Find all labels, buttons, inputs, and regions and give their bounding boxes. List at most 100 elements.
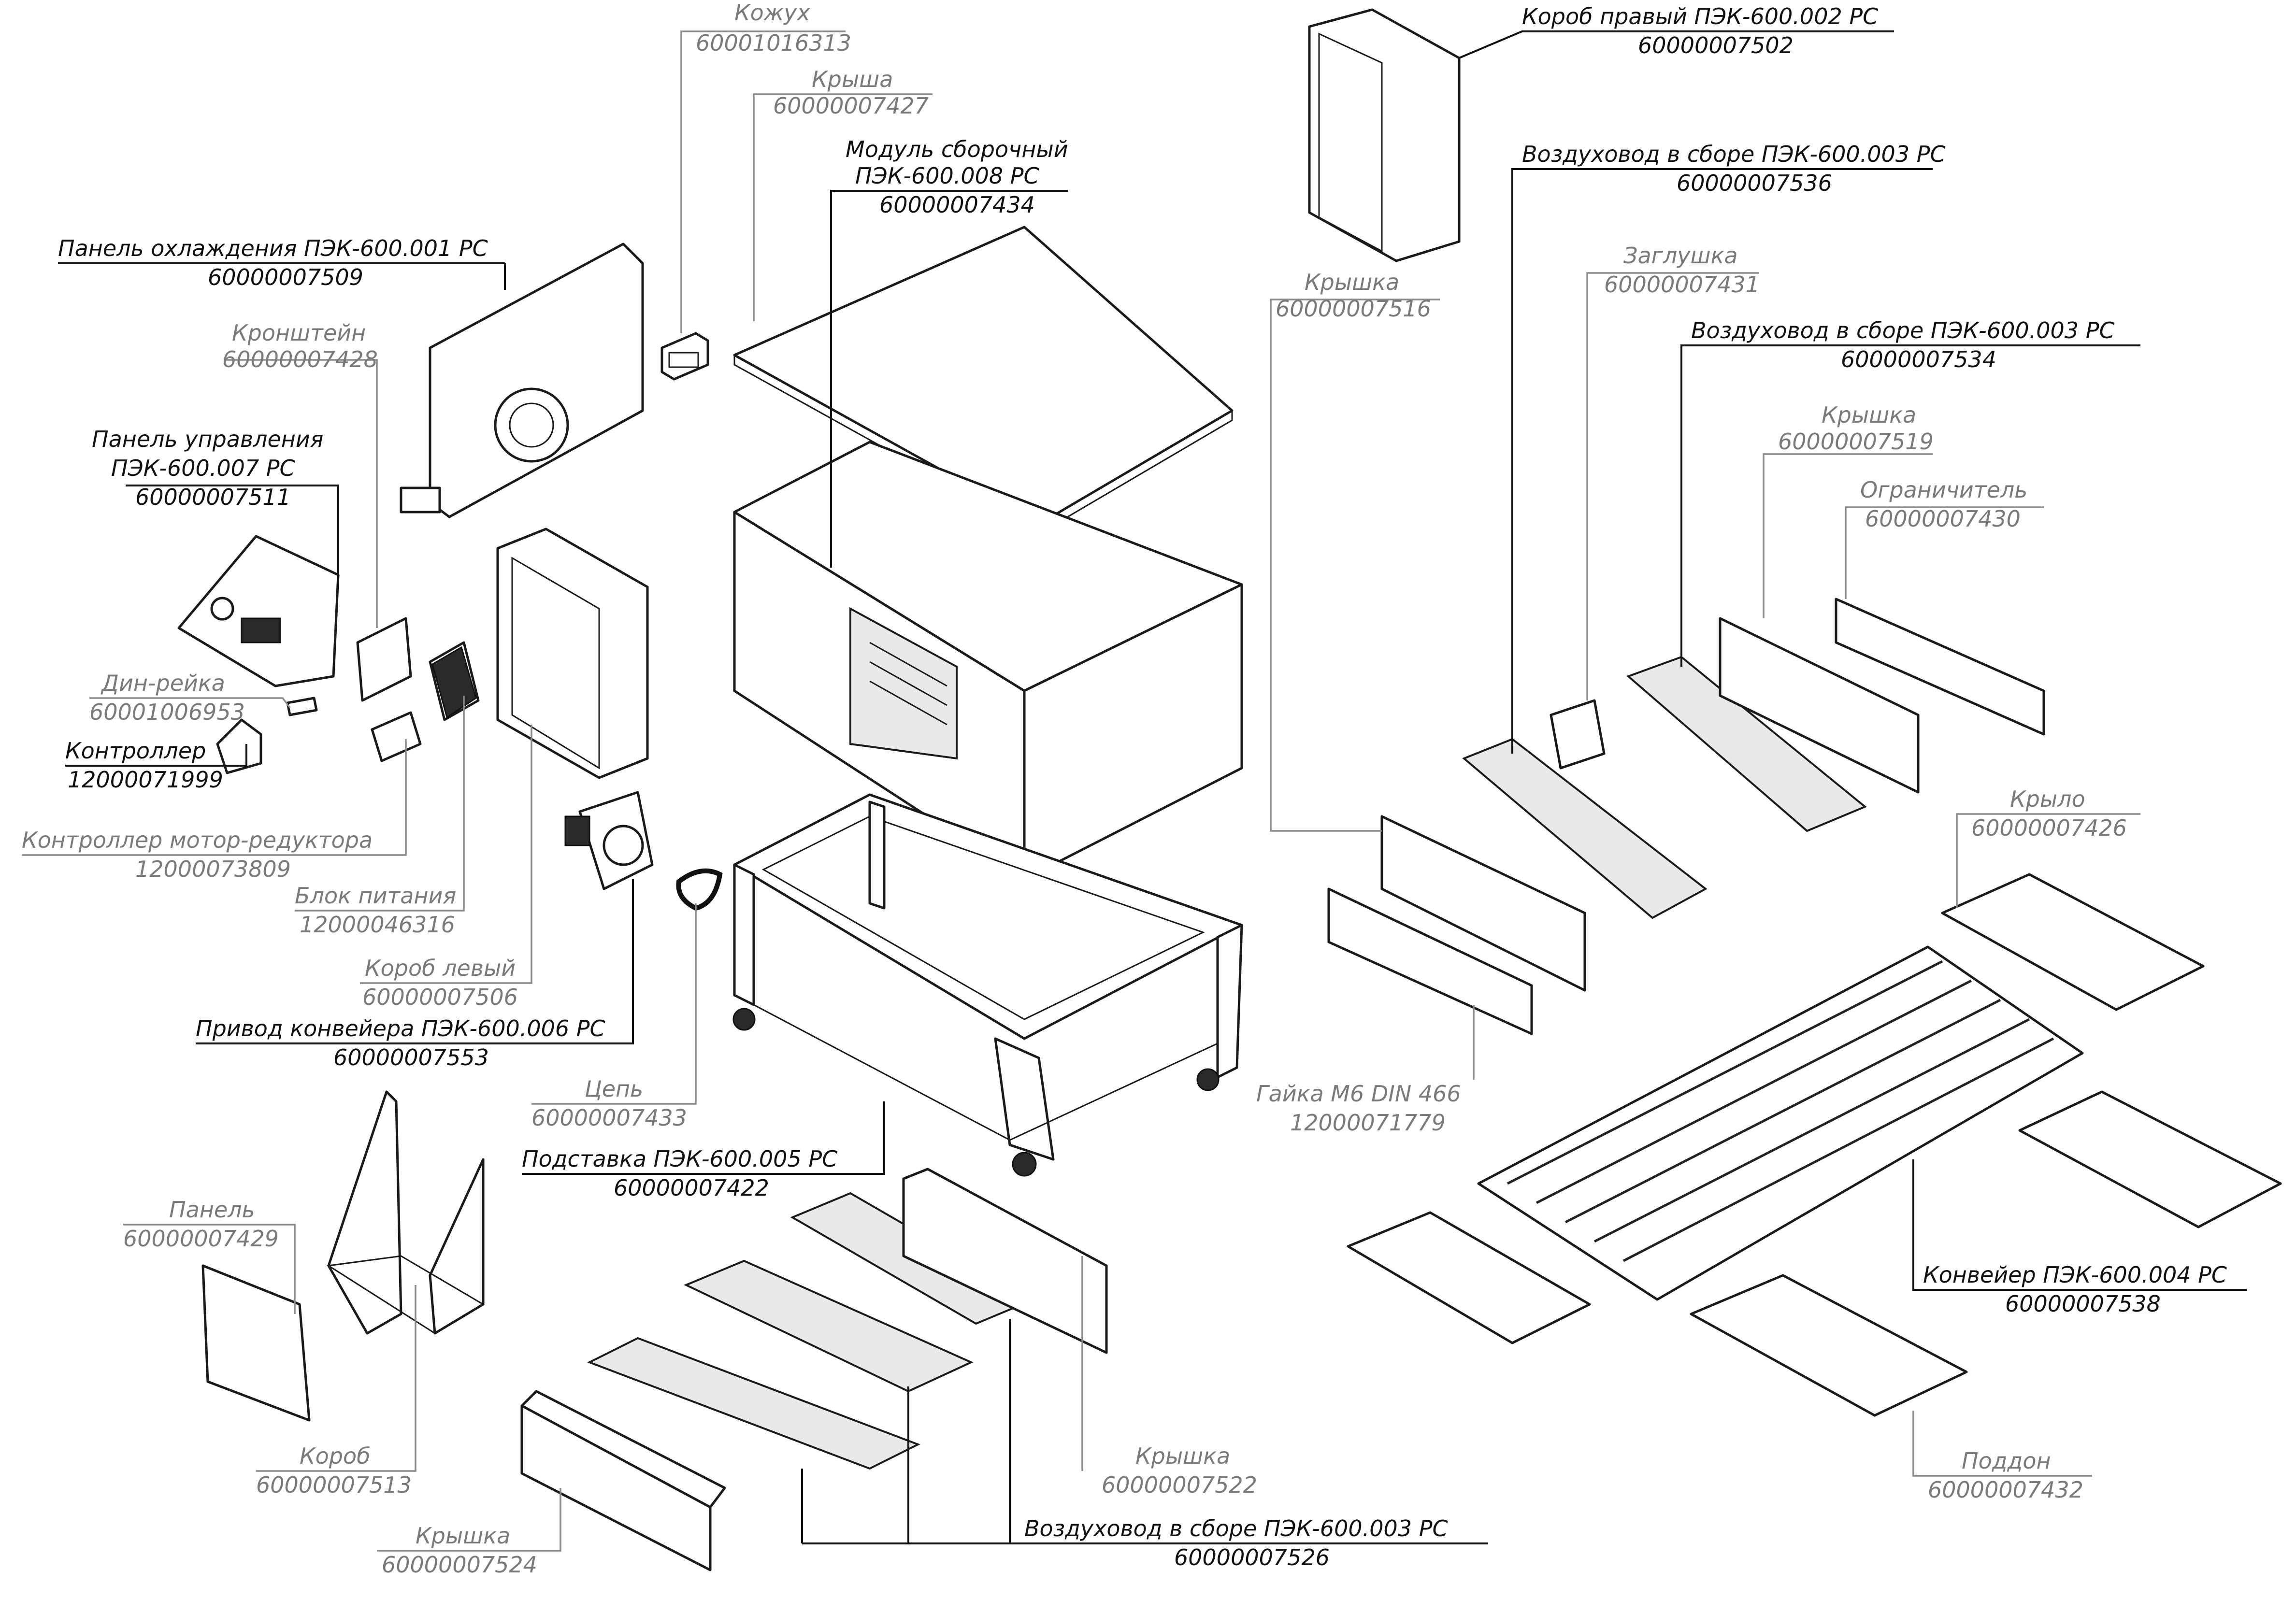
svg-text:Кожух: Кожух [734,0,810,26]
label-modul: Модуль сборочный ПЭК-600.008 РС 60000007… [846,136,1068,218]
label-vozd-7526: Воздуховод в сборе ПЭК-600.003 РС 600000… [1024,1515,1448,1570]
leader-lines [22,30,2247,1552]
svg-text:60000007422: 60000007422 [614,1175,769,1201]
part-left-box [496,528,649,779]
label-korob-pravyi: Короб правый ПЭК-600.002 РС 60000007502 [1522,3,1878,58]
label-kontr-motor: Контроллер мотор-редуктора 12000073809 [22,827,373,882]
svg-text:60000007538: 60000007538 [2005,1291,2161,1317]
part-power-supply [429,641,480,721]
svg-text:60000007502: 60000007502 [1638,32,1794,58]
label-blok: Блок питания 12000046316 [295,883,456,938]
label-konveier: Конвейер ПЭК-600.004 РС 60000007538 [1923,1262,2227,1317]
label-korob: Короб 60000007513 [256,1443,412,1498]
part-cover-7524 [520,1390,726,1571]
svg-text:ПЭК-600.008 РС: ПЭК-600.008 РС [855,163,1039,189]
svg-text:Крышка: Крышка [1822,402,1916,428]
svg-text:60001006953: 60001006953 [89,699,245,725]
label-panel-upr: Панель управления ПЭК-600.007 РС 6000000… [92,426,323,510]
svg-text:Крыша: Крыша [812,66,893,92]
label-gaika: Гайка М6 DIN 466 12000071779 [1256,1081,1461,1136]
svg-text:Панель: Панель [169,1197,255,1223]
svg-text:Крышка: Крышка [416,1523,510,1549]
svg-text:60000007536: 60000007536 [1677,170,1832,196]
part-tray-3 [2018,1090,2282,1228]
part-tray-1 [1347,1211,1591,1344]
part-wing [1941,873,2205,1011]
svg-text:Привод конвейера ПЭК-600.006 Р: Привод конвейера ПЭК-600.006 РС [196,1015,605,1042]
part-right-box [1308,8,1461,262]
part-cover-7522 [902,1168,1108,1354]
label-poddon: Поддон 60000007432 [1928,1448,2083,1503]
svg-text:12000071999: 12000071999 [68,767,223,793]
label-krysha: Крыша 60000007427 [773,66,929,119]
svg-text:Цепь: Цепь [585,1076,643,1102]
part-stand [732,793,1243,1177]
part-cover-7516 [1380,815,1586,992]
svg-text:60000007433: 60000007433 [531,1105,687,1131]
part-control-panel [177,535,340,687]
part-nut-strip [1327,887,1533,1035]
label-kozhukh: Кожух 60001016313 [696,0,851,56]
svg-text:Блок питания: Блок питания [295,883,456,909]
svg-text:60000007430: 60000007430 [1865,506,2021,532]
part-box [326,1090,485,1335]
part-assembly-module [733,441,1243,881]
svg-text:60000007513: 60000007513 [256,1472,412,1498]
svg-text:Контроллер: Контроллер [65,738,206,764]
svg-text:60001016313: 60001016313 [696,30,851,56]
svg-text:60000007534: 60000007534 [1841,346,1996,372]
svg-text:60000007509: 60000007509 [208,264,363,290]
svg-text:60000007526: 60000007526 [1174,1544,1330,1570]
svg-text:Поддон: Поддон [1962,1448,2051,1474]
svg-text:Крышка: Крышка [1135,1443,1230,1469]
label-privod: Привод конвейера ПЭК-600.006 РС 60000007… [196,1015,605,1071]
svg-text:Короб левый: Короб левый [365,955,516,981]
svg-text:Крыло: Крыло [2010,786,2085,812]
svg-text:Панель охлаждения ПЭК-600.001: Панель охлаждения ПЭК-600.001 РС [58,235,488,261]
part-din-rail [286,697,318,716]
label-ogranichitel: Ограничитель 60000007430 [1860,477,2027,532]
part-conveyor-drive [564,791,654,890]
label-kryshka-7524: Крышка 60000007524 [382,1523,537,1578]
svg-text:Контроллер мотор-редуктора: Контроллер мотор-редуктора [22,827,373,853]
label-zaglushka: Заглушка 60000007431 [1604,243,1760,298]
svg-text:Воздуховод в сборе ПЭК-600.003: Воздуховод в сборе ПЭК-600.003 РС [1522,141,1946,167]
svg-text:60000007427: 60000007427 [773,93,929,119]
label-korob-levyi: Короб левый 60000007506 [362,955,518,1010]
svg-text:12000073809: 12000073809 [135,856,291,882]
svg-text:60000007432: 60000007432 [1928,1477,2083,1503]
svg-text:Гайка М6 DIN 466: Гайка М6 DIN 466 [1256,1081,1461,1107]
label-kryshka-7522: Крышка 60000007522 [1102,1443,1257,1498]
svg-text:12000046316: 12000046316 [300,912,455,938]
svg-text:60000007522: 60000007522 [1102,1472,1257,1498]
svg-text:Воздуховод в сборе ПЭК-600.003: Воздуховод в сборе ПЭК-600.003 РС [1024,1515,1448,1542]
label-kontroller: Контроллер 12000071999 [65,738,223,793]
svg-text:60000007429: 60000007429 [123,1226,279,1252]
label-panel-okhl: Панель охлаждения ПЭК-600.001 РС 6000000… [58,235,488,290]
part-cover-7519 [1719,617,1920,794]
svg-text:60000007524: 60000007524 [382,1552,537,1578]
svg-text:Подставка ПЭК-600.005 РС: Подставка ПЭК-600.005 РС [522,1146,837,1172]
svg-text:60000007426: 60000007426 [1971,815,2127,841]
part-controller [216,718,262,774]
part-duct-7536 [1462,738,1708,919]
part-duct-plate-2 [684,1259,974,1393]
svg-text:60000007506: 60000007506 [362,984,518,1010]
label-din: Дин-рейка 60001006953 [89,670,245,725]
svg-text:Панель управления: Панель управления [92,426,323,452]
part-motor-controller [371,711,422,762]
label-podstavka: Подставка ПЭК-600.005 РС 60000007422 [522,1146,837,1201]
svg-text:Крышка: Крышка [1305,269,1399,295]
svg-text:60000007516: 60000007516 [1276,296,1431,322]
label-vozd-7534: Воздуховод в сборе ПЭК-600.003 РС 600000… [1691,317,2115,372]
part-cover-clip [660,332,709,381]
part-cooling-panel [400,243,644,518]
part-chain [676,868,723,911]
part-conveyor [1477,945,2084,1301]
label-kryshka-7519: Крышка 60000007519 [1778,402,1934,455]
part-duct-7534 [1626,656,1867,832]
part-limiter [1835,598,2045,736]
svg-text:Ограничитель: Ограничитель [1860,477,2027,503]
part-plug [1550,699,1606,770]
